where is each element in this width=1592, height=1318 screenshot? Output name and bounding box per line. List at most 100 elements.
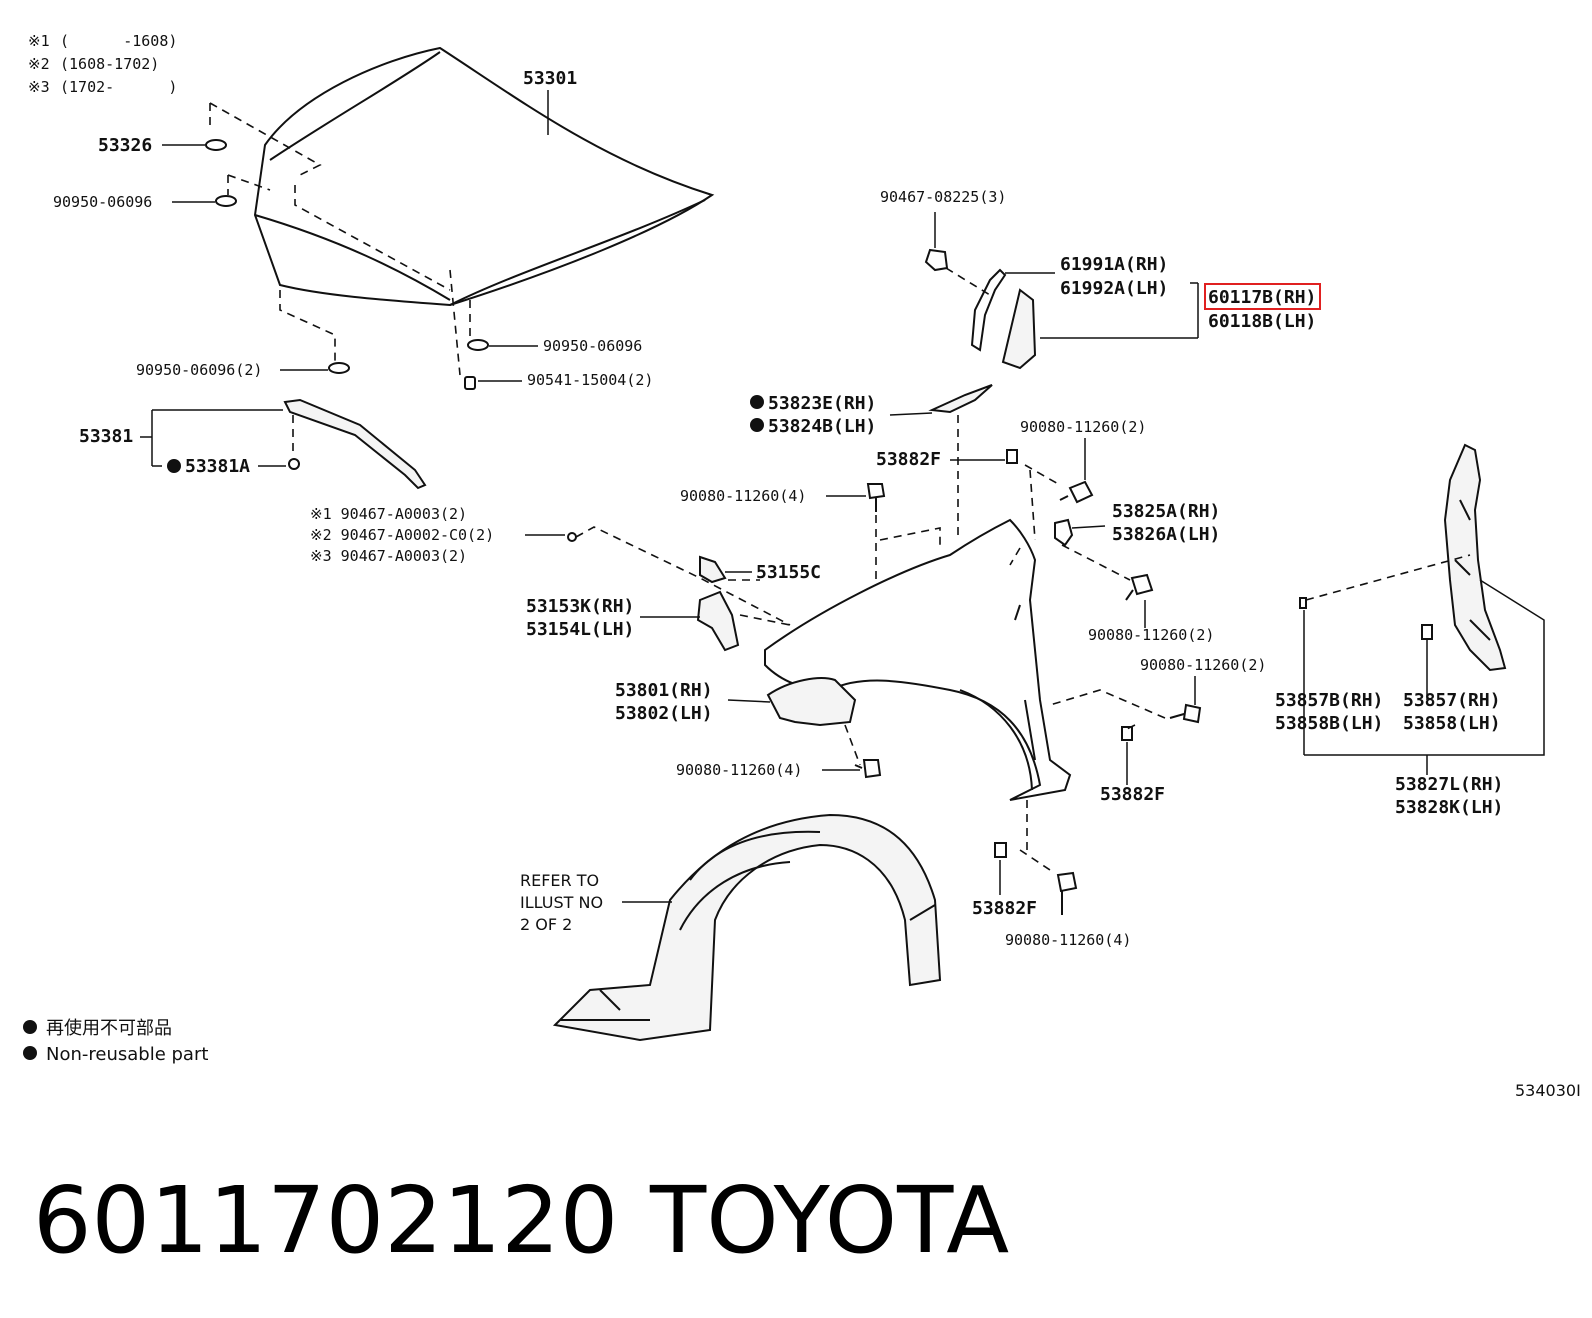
- label-hood-cushion-c[interactable]: 90950-06096: [543, 337, 642, 355]
- bolt-b-icon[interactable]: [866, 483, 886, 512]
- label-seal-e-rh[interactable]: 53823E(RH): [768, 393, 876, 414]
- label-bracket-lh[interactable]: 53826A(LH): [1112, 524, 1220, 545]
- part-number: 6011702120: [33, 1167, 618, 1274]
- label-seal-clip[interactable]: 53381A: [185, 456, 250, 477]
- label-bracket-k-rh[interactable]: 53153K(RH): [526, 596, 634, 617]
- fender-liner[interactable]: [552, 813, 942, 1042]
- fender-edge-lines: [959, 604, 1036, 791]
- hood-guide-3: [279, 290, 336, 365]
- label-bracket-l-lh[interactable]: 53154L(LH): [526, 619, 634, 640]
- label-seal-b-lh[interactable]: 53824B(LH): [768, 416, 876, 437]
- nut-f-mid-icon[interactable]: [1121, 726, 1133, 741]
- label-hood-cushion[interactable]: 53326: [98, 135, 152, 156]
- stay-icon[interactable]: [1421, 624, 1433, 640]
- label-garnish-lh[interactable]: 60118B(LH): [1208, 311, 1316, 332]
- label-stay-rh[interactable]: 53857(RH): [1403, 690, 1501, 711]
- legend-dot-en: [23, 1046, 37, 1060]
- fender-seal-upper[interactable]: [928, 384, 993, 414]
- fender-liner-front[interactable]: [766, 677, 857, 727]
- nut-f-bottom-icon[interactable]: [994, 842, 1007, 858]
- label-nut-f-top[interactable]: 53882F: [876, 449, 941, 470]
- hood-cushion-icon[interactable]: [205, 139, 227, 151]
- seal-e-leader: [889, 412, 933, 416]
- label-stay-lh[interactable]: 53858(LH): [1403, 713, 1501, 734]
- label-seal-clip-b[interactable]: ※2 90467-A0002-C0(2): [310, 526, 494, 544]
- bolt-f-icon[interactable]: [1056, 871, 1078, 915]
- bolt-b-guide: [875, 515, 941, 585]
- label-hood-cushion-a[interactable]: 90950-06096: [53, 193, 152, 211]
- label-panel-lh[interactable]: 53828K(LH): [1395, 797, 1503, 818]
- seal-clip-abc-icon[interactable]: [567, 532, 577, 542]
- seal-clip-icon[interactable]: [288, 458, 300, 470]
- seal-bracket-leader: [140, 409, 283, 467]
- seal-b-nonreusable-dot: [750, 418, 764, 432]
- clip-top-icon[interactable]: [924, 248, 949, 272]
- label-bracket-rh[interactable]: 53825A(RH): [1112, 501, 1220, 522]
- label-nut-f-bottom[interactable]: 53882F: [972, 898, 1037, 919]
- label-bolt-e[interactable]: 90080-11260(4): [676, 761, 802, 779]
- fender-leader: [727, 699, 771, 703]
- label-seal[interactable]: 53381: [79, 426, 133, 447]
- label-hood-cushion-b[interactable]: 90950-06096(2): [136, 361, 262, 379]
- nut-f-top-icon[interactable]: [1006, 449, 1018, 464]
- bolt-c-icon[interactable]: [1125, 573, 1154, 601]
- hood-panel[interactable]: [253, 46, 715, 307]
- refer-note-line1: REFER TO: [520, 871, 599, 890]
- label-bolt-d[interactable]: 90080-11260(2): [1140, 656, 1266, 674]
- bolt-d-guide: [1049, 689, 1166, 731]
- label-stay-b-rh[interactable]: 53857B(RH): [1275, 690, 1383, 711]
- label-pillar-lh[interactable]: 61992A(LH): [1060, 278, 1168, 299]
- hood-cushion-b-icon[interactable]: [328, 362, 350, 374]
- label-fender-lh[interactable]: 53802(LH): [615, 703, 713, 724]
- hood-cushion-a-icon[interactable]: [215, 195, 237, 207]
- apron-panel[interactable]: [1443, 443, 1507, 672]
- label-fender-rh[interactable]: 53801(RH): [615, 680, 713, 701]
- clip-top-guide: [945, 267, 991, 296]
- pillar-seal[interactable]: [970, 268, 1007, 352]
- highlight-box: [1204, 283, 1321, 310]
- label-stay-b-lh[interactable]: 53858B(LH): [1275, 713, 1383, 734]
- hood-guide-1: [209, 102, 322, 176]
- note-3-mark: ※3: [28, 78, 50, 96]
- note-2-range: (1608-1702): [60, 55, 159, 73]
- bracket-c[interactable]: [699, 555, 727, 584]
- bracket-k[interactable]: [696, 590, 740, 652]
- stay-b-icon[interactable]: [1299, 597, 1307, 609]
- hood-cushion-c-icon[interactable]: [467, 339, 489, 351]
- bolt-d-icon[interactable]: [1169, 703, 1202, 724]
- label-bolt-f[interactable]: 90080-11260(4): [1005, 931, 1131, 949]
- seal-strip[interactable]: [283, 398, 427, 490]
- nut-f-top-guide: [1024, 464, 1061, 541]
- nut-f-bottom-guide: [1019, 800, 1051, 871]
- refer-note-line2: ILLUST NO: [520, 893, 603, 912]
- label-pillar-rh[interactable]: 61991A(RH): [1060, 254, 1168, 275]
- label-hood[interactable]: 53301: [523, 68, 577, 89]
- hood-clip-icon[interactable]: [464, 376, 476, 390]
- seal-clip-nonreusable-dot: [167, 459, 181, 473]
- label-bolt-b[interactable]: 90080-11260(4): [680, 487, 806, 505]
- validity-notes: ※1 ( -1608) ※2 (1608-1702) ※3 (1702- ): [28, 32, 177, 96]
- label-bolt-a[interactable]: 90080-11260(2): [1020, 418, 1146, 436]
- label-seal-clip-c[interactable]: ※3 90467-A0003(2): [310, 547, 467, 565]
- hood-assembly: [205, 46, 715, 390]
- pillar-garnish[interactable]: [1001, 288, 1037, 370]
- hood-guide-2: [227, 174, 451, 291]
- note-1-range: ( -1608): [60, 32, 177, 50]
- figure-code: 534030I: [1515, 1081, 1581, 1100]
- label-nut-f-mid[interactable]: 53882F: [1100, 784, 1165, 805]
- label-garnish-rh[interactable]: 60117B(RH): [1208, 287, 1316, 308]
- bracket-a-icon[interactable]: [1054, 518, 1074, 547]
- stay-b-guide: [1305, 554, 1471, 601]
- label-hood-clip[interactable]: 90541-15004(2): [527, 371, 653, 389]
- bolt-e-icon[interactable]: [854, 759, 882, 779]
- label-bolt-c[interactable]: 90080-11260(2): [1088, 626, 1214, 644]
- bolt-a-icon[interactable]: [1059, 480, 1094, 504]
- bracket-leader: [1071, 525, 1106, 529]
- label-seal-clip-a[interactable]: ※1 90467-A0003(2): [310, 505, 467, 523]
- refer-note-line3: 2 OF 2: [520, 915, 572, 934]
- label-clip-top[interactable]: 90467-08225(3): [880, 188, 1006, 206]
- label-panel-rh[interactable]: 53827L(RH): [1395, 774, 1503, 795]
- fender-liner-shell[interactable]: [552, 813, 942, 1042]
- label-bracket-c[interactable]: 53155C: [756, 562, 821, 583]
